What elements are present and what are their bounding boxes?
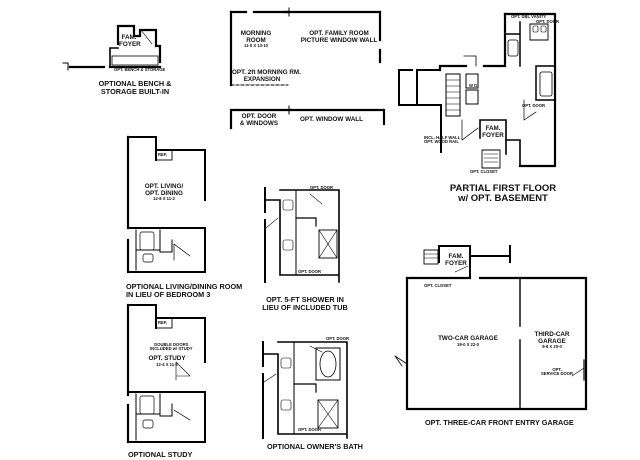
garage-foyer-line-1: FAM. xyxy=(448,253,464,260)
bench-caption: OPTIONAL BENCH & STORAGE BUILT-IN xyxy=(94,80,176,95)
living-caption: OPTIONAL LIVING/DINING ROOM IN LIEU OF B… xyxy=(126,282,243,299)
living-room-dims: 12-8 X 11-2 xyxy=(153,196,175,202)
window-wall-label: OPT. WINDOW WALL xyxy=(300,116,363,123)
morning-expansion-label: OPT. 2ft MORNING RM. EXPANSION xyxy=(232,69,301,83)
living-caption-line-2: IN LIEU OF BEDROOM 3 xyxy=(126,289,211,299)
partial-closet-label: OPT. CLOSET xyxy=(470,169,498,174)
living-room-line-2: OPT. DINING xyxy=(145,189,183,197)
partial-door-top-label: OPT. DOOR xyxy=(536,19,560,24)
bench-note: OPT. BENCH & STORAGE xyxy=(114,67,166,72)
third-car-garage-line-1: THIRD-CAR xyxy=(534,331,570,338)
half-wall-line-1: INCL. HALF WALL xyxy=(424,135,461,140)
partial-floor-caption-line-2: w/ OPT. BASEMENT xyxy=(458,192,548,204)
shower-door-top-label: OPT. DOOR xyxy=(310,185,334,190)
study-option-plan xyxy=(126,303,206,444)
shower-caption-line-1: OPT. 5-FT SHOWER IN xyxy=(266,295,344,304)
door-windows-line-2: & WINDOWS xyxy=(239,119,279,127)
study-room-dims: 12-4 X 11-2 xyxy=(156,361,178,367)
dbl-vanity-label: OPT. DBL VANITY xyxy=(511,14,547,19)
partial-foyer-line-1: FAM. xyxy=(485,125,501,132)
bench-room-line-1: FAM. xyxy=(121,34,137,41)
garage-caption: OPT. THREE-CAR FRONT ENTRY GARAGE xyxy=(425,418,574,427)
bench-caption-line-1: OPTIONAL BENCH & xyxy=(98,79,172,88)
living-room-line-1: OPT. LIVING/ xyxy=(144,183,184,190)
study-ref-label: REF. xyxy=(158,320,168,325)
bench-storage-plan xyxy=(62,24,162,71)
living-ref-label: REF. xyxy=(158,152,168,157)
living-room-label: OPT. LIVING/ OPT. DINING 12-8 X 11-2 xyxy=(134,183,194,202)
bench-room-label: FAM. FOYER xyxy=(119,34,141,48)
door-windows-label: OPT. DOOR & WINDOWS xyxy=(238,113,280,127)
two-car-garage-dims: 19-0 X 22-0 xyxy=(457,341,479,347)
morning-room-label: MORNING ROOM 11-0 X 13-10 xyxy=(236,30,276,49)
owners-bath-plan xyxy=(262,341,348,439)
study-doors-label: DOUBLE DOORS INCLUDED w/ STUDY xyxy=(150,342,193,352)
family-window-label: OPT. FAMILY ROOM PICTURE WINDOW WALL xyxy=(300,30,378,44)
third-car-garage-label: THIRD-CAR GARAGE 9-8 X 20-0 xyxy=(526,331,578,350)
washer-dryer-label: W D xyxy=(469,83,478,88)
family-window-line-2: PICTURE WINDOW WALL xyxy=(300,36,378,44)
partial-floor-caption-line-1: PARTIAL FIRST FLOOR xyxy=(449,183,557,194)
shower-caption: OPT. 5-FT SHOWER IN LIEU OF INCLUDED TUB xyxy=(262,296,348,311)
garage-foyer-label: FAM. FOYER xyxy=(444,253,468,267)
morning-room-dims: 11-0 X 13-10 xyxy=(244,43,268,49)
bath-caption: OPTIONAL OWNER'S BATH xyxy=(267,442,363,451)
morning-expansion-line-2: EXPANSION xyxy=(243,75,281,83)
study-room-label: OPT. STUDY 12-4 X 11-2 xyxy=(140,355,194,367)
shower-option-plan xyxy=(264,187,340,283)
morning-room-line-2: ROOM xyxy=(246,36,266,44)
two-car-garage-label: TWO-CAR GARAGE 19-0 X 22-0 xyxy=(428,335,508,347)
bench-caption-line-2: STORAGE BUILT-IN xyxy=(100,86,170,96)
partial-door-right-label: OPT. DOOR xyxy=(522,103,546,108)
two-car-garage-line-1: TWO-CAR GARAGE xyxy=(438,335,498,342)
study-doors-line-2: INCLUDED w/ STUDY xyxy=(150,346,193,352)
morning-room-plan xyxy=(229,7,386,130)
partial-floor-caption: PARTIAL FIRST FLOOR w/ OPT. BASEMENT xyxy=(438,184,568,204)
partial-first-floor-plan xyxy=(398,12,557,169)
half-wall-line-2: OPT. WOOD RAIL xyxy=(424,139,459,145)
shower-caption-line-2: LIEU OF INCLUDED TUB xyxy=(262,302,348,312)
living-dining-plan xyxy=(126,135,206,274)
partial-foyer-line-2: FOYER xyxy=(482,131,504,139)
third-car-garage-dims: 9-8 X 20-0 xyxy=(542,344,562,350)
garage-foyer-line-2: FOYER xyxy=(445,259,467,267)
morning-room-line-1: MORNING xyxy=(240,30,272,37)
bench-room-line-2: FOYER xyxy=(119,40,141,48)
garage-closet-label: OPT. CLOSET xyxy=(424,283,452,288)
half-wall-label: INCL. HALF WALL OPT. WOOD RAIL xyxy=(424,135,461,145)
service-door-label: OPT. SERVICE DOOR xyxy=(541,367,574,377)
three-car-garage-plan xyxy=(394,245,588,411)
service-door-line-1: OPT. xyxy=(552,367,562,372)
service-door-line-2: SERVICE DOOR xyxy=(541,371,574,377)
partial-foyer-label: FAM. FOYER xyxy=(481,125,505,139)
study-caption: OPTIONAL STUDY xyxy=(128,450,193,459)
shower-door-bottom-label: OPT. DOOR xyxy=(298,269,322,274)
morning-expansion-line-1: OPT. 2ft MORNING RM. xyxy=(232,69,301,76)
door-windows-line-1: OPT. DOOR xyxy=(241,113,277,120)
study-doors-line-1: DOUBLE DOORS xyxy=(154,342,189,347)
bath-door-bottom-label: OPT. DOOR xyxy=(298,427,322,432)
family-window-line-1: OPT. FAMILY ROOM xyxy=(309,30,369,37)
study-room-line-1: OPT. STUDY xyxy=(148,355,186,362)
living-caption-line-1: OPTIONAL LIVING/DINING ROOM xyxy=(126,282,243,291)
bath-door-top-label: OPT. DOOR xyxy=(326,336,350,341)
third-car-garage-line-2: GARAGE xyxy=(538,337,566,345)
